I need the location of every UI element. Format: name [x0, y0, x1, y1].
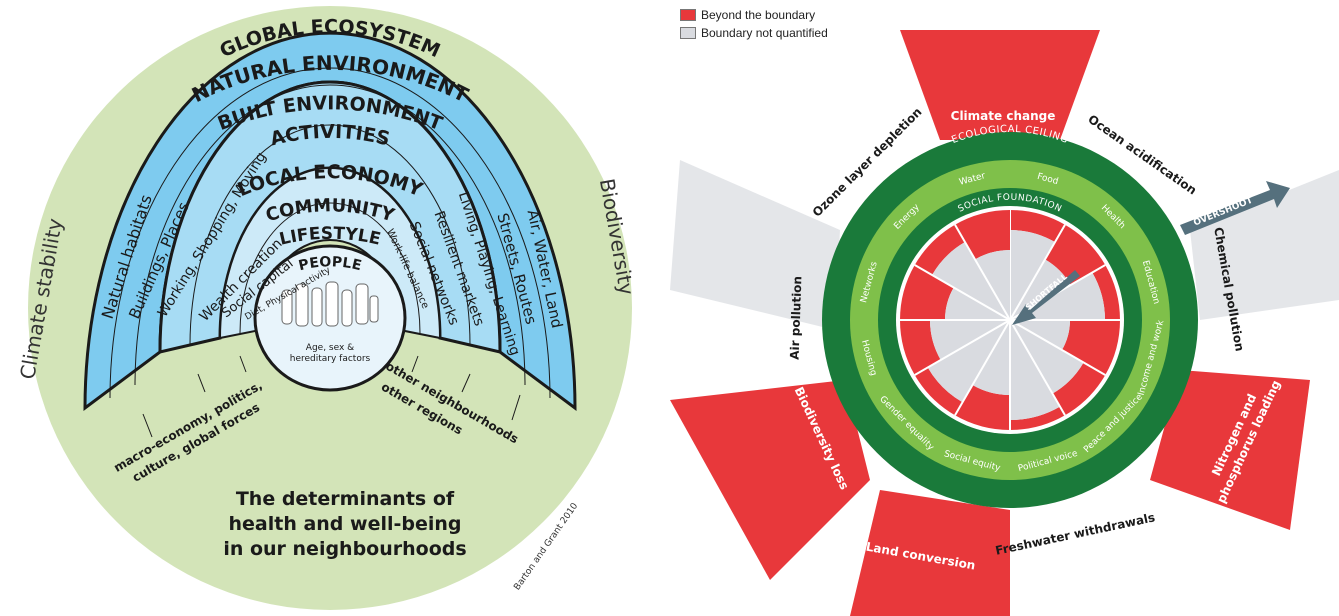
- legend-label: Beyond the boundary: [701, 8, 816, 22]
- caption-line3: in our neighbourhoods: [223, 538, 466, 560]
- core-wedge: [1010, 230, 1055, 320]
- core-wedge: [1010, 320, 1070, 350]
- shortfall-wedge: [1052, 362, 1106, 416]
- ring-divider: [239, 202, 421, 334]
- core-divider: [954, 224, 1011, 321]
- core-divider: [1009, 319, 1106, 376]
- determinants-diagram: GLOBAL ECOSYSTEM NATURAL ENVIRONMENT BUI…: [15, 6, 639, 610]
- people-figures: [281, 281, 379, 327]
- caption-line1: The determinants of: [236, 488, 455, 510]
- core-wedge: [972, 320, 1010, 395]
- core-wedge: [927, 320, 1010, 403]
- wedge-climate-change: [900, 30, 1100, 140]
- shortfall-wedge: [900, 265, 954, 320]
- ring-divider: [109, 67, 551, 399]
- shortfall-arrow: [1012, 270, 1080, 325]
- people-sub-line1: Age, sex &: [306, 343, 354, 353]
- core-wedge: [1010, 259, 1071, 320]
- core-wedge: [1010, 320, 1060, 420]
- shortfall-wedge: [1010, 210, 1065, 243]
- shortfall-wedge: [1092, 265, 1120, 320]
- people-sub-line2: hereditary factors: [290, 354, 371, 364]
- shortfall-wedge: [955, 384, 1010, 430]
- core-divider: [914, 264, 1011, 321]
- shortfall-wedge: [900, 320, 941, 375]
- core-divider: [1009, 319, 1066, 416]
- core-divider: [1009, 224, 1066, 321]
- wedge-air-pollution: [670, 160, 840, 330]
- shortfall-wedge: [1045, 224, 1106, 285]
- legend-item-not-quantified: Boundary not quantified: [680, 26, 828, 40]
- core-wedge: [932, 242, 1010, 320]
- core-wedge: [1010, 320, 1084, 394]
- doughnut-diagram: ECOLOGICAL CEILING SOCIAL FOUNDATION Foo…: [670, 30, 1339, 616]
- shortfall-wedge: [914, 224, 965, 275]
- people-label: PEOPLE: [297, 254, 363, 274]
- wedge-chemical-pollution: [1190, 170, 1339, 320]
- legend-swatch-red: [680, 9, 696, 21]
- legend-swatch-grey: [680, 27, 696, 39]
- core-wedge: [975, 250, 1010, 320]
- ring-divider: [134, 84, 526, 386]
- outer-label-air-pollution: Air pollution: [788, 276, 805, 360]
- outer-label-climate-change: Climate change: [951, 109, 1056, 123]
- caption-line2: health and well-being: [228, 513, 461, 535]
- core-divider: [954, 319, 1011, 416]
- core-wedge: [945, 287, 1010, 320]
- core-wedge: [930, 320, 1010, 360]
- core-divider: [914, 319, 1011, 376]
- shortfall-wedge: [1010, 406, 1065, 430]
- wedge-biodiversity-loss: [670, 380, 870, 580]
- ring-divider: [189, 124, 471, 346]
- legend-label: Boundary not quantified: [701, 26, 828, 40]
- shortfall-wedge: [1061, 320, 1120, 375]
- shortfall-wedge: [914, 367, 963, 416]
- overshoot-arrow: [1180, 181, 1290, 235]
- connector-arrows: [142, 355, 521, 438]
- shortfall-wedges: [900, 210, 1120, 430]
- inner-band: [218, 167, 442, 340]
- legend-item-beyond: Beyond the boundary: [680, 8, 815, 22]
- wedge-nitrogen-phosphorus: [1150, 370, 1310, 530]
- outer-label-freshwater-withdrawals: Freshwater withdrawals: [994, 510, 1156, 558]
- wedge-land-conversion: [850, 490, 1010, 616]
